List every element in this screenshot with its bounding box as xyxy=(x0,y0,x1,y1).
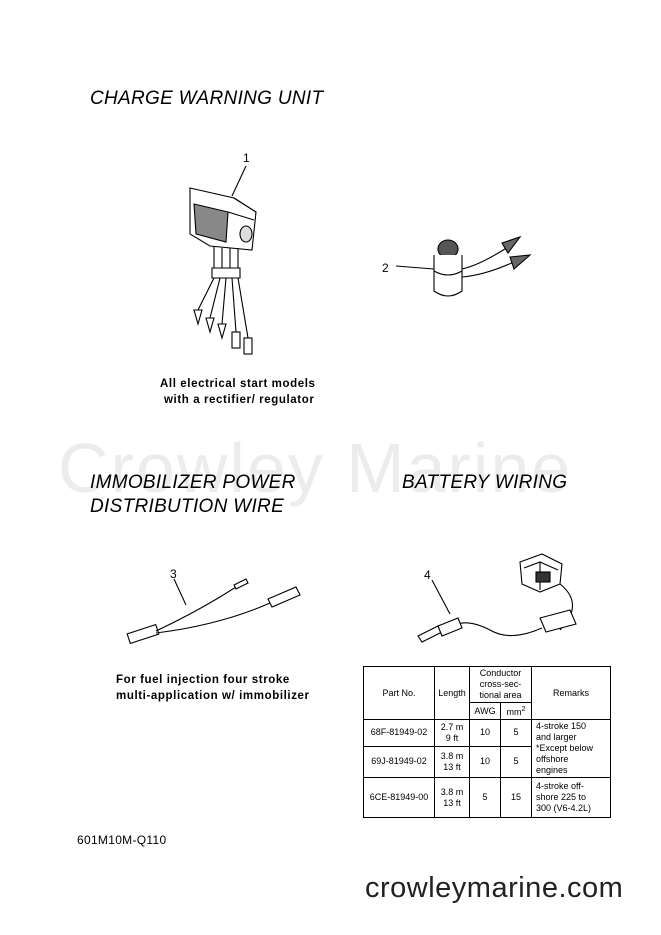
watermark-text: Crowley Marine xyxy=(58,429,573,507)
header-mm2-sup: 2 xyxy=(521,706,526,713)
row2-length-m: 3.8 m xyxy=(440,750,464,761)
remarks-b-line3: 300 (V6-4.2L) xyxy=(536,803,592,813)
charge-caption-line2: with a rectifier/ regulator xyxy=(164,394,315,406)
remarks-a: 4-stroke 150 and larger *Except below of… xyxy=(531,719,611,778)
remarks-b-line2: shore 225 to xyxy=(536,792,587,802)
row1-length-m: 2.7 m xyxy=(440,721,464,732)
row3-part-no: 6CE-81949-00 xyxy=(363,777,435,818)
footer-url: crowleymarine.com xyxy=(365,872,624,904)
header-part-no: Part No. xyxy=(363,666,435,720)
row3-length-m: 3.8 m xyxy=(440,786,464,797)
row2-awg: 10 xyxy=(469,745,501,779)
header-awg: AWG xyxy=(469,702,501,720)
battery-wiring-illustration xyxy=(417,553,577,643)
remarks-b-line1: 4-stroke off- xyxy=(536,781,584,791)
callout-1: 1 xyxy=(243,151,250,165)
callout-4: 4 xyxy=(424,568,431,582)
remarks-a-line4: offshore xyxy=(536,754,569,764)
heading-charge-warning-unit: CHARGE WARNING UNIT xyxy=(90,88,324,109)
remarks-a-line2: and larger xyxy=(536,732,577,742)
remarks-a-line1: 4-stroke 150 xyxy=(536,721,587,731)
row1-awg: 10 xyxy=(469,719,501,747)
parts-table: Part No. Length Conductor cross-sec- tio… xyxy=(363,666,611,818)
part-2-illustration xyxy=(395,235,532,297)
row2-mm2: 5 xyxy=(500,745,532,779)
header-remarks: Remarks xyxy=(531,666,611,720)
row1-mm2: 5 xyxy=(500,719,532,747)
heading-immobilizer-line1: IMMOBILIZER POWER xyxy=(90,472,296,493)
row3-awg: 5 xyxy=(469,777,501,818)
row3-length-ft: 13 ft xyxy=(443,797,461,808)
remarks-b: 4-stroke off- shore 225 to 300 (V6-4.2L) xyxy=(531,777,611,818)
immobilizer-caption-line1: For fuel injection four stroke xyxy=(116,674,290,686)
header-conductor-line2: cross-sec- xyxy=(479,679,522,689)
remarks-a-line3: *Except below xyxy=(536,743,594,753)
table-header-row: Part No. Length Conductor cross-sec- tio… xyxy=(363,666,611,720)
row1-part-no: 68F-81949-02 xyxy=(363,719,435,747)
header-mm2-text: mm xyxy=(506,707,522,717)
header-conductor-line1: Conductor xyxy=(479,668,522,678)
row2-length-ft: 13 ft xyxy=(443,761,461,772)
header-conductor: Conductor cross-sec- tional area xyxy=(469,666,532,703)
header-conductor-line3: tional area xyxy=(479,690,522,700)
immobilizer-wire-illustration xyxy=(126,578,301,645)
row2-part-no: 69J-81949-02 xyxy=(363,745,435,779)
table-subheader-row: AWG mm2 xyxy=(364,702,611,720)
immobilizer-caption-line2: multi-application w/ immobilizer xyxy=(116,690,310,702)
callout-2: 2 xyxy=(382,261,389,275)
heading-battery-wiring: BATTERY WIRING xyxy=(402,472,568,493)
callout-3: 3 xyxy=(170,567,177,581)
remarks-a-line5: engines xyxy=(536,765,568,775)
heading-immobilizer-line2: DISTRIBUTION WIRE xyxy=(90,496,285,517)
document-code: 601M10M-Q110 xyxy=(77,833,167,847)
row3-mm2: 15 xyxy=(500,777,532,818)
row1-length-ft: 9 ft xyxy=(445,732,459,743)
header-length: Length xyxy=(434,666,470,720)
charge-warning-unit-illustration xyxy=(189,165,257,355)
header-mm2: mm2 xyxy=(500,702,532,720)
charge-caption-line1: All electrical start models xyxy=(160,378,316,390)
